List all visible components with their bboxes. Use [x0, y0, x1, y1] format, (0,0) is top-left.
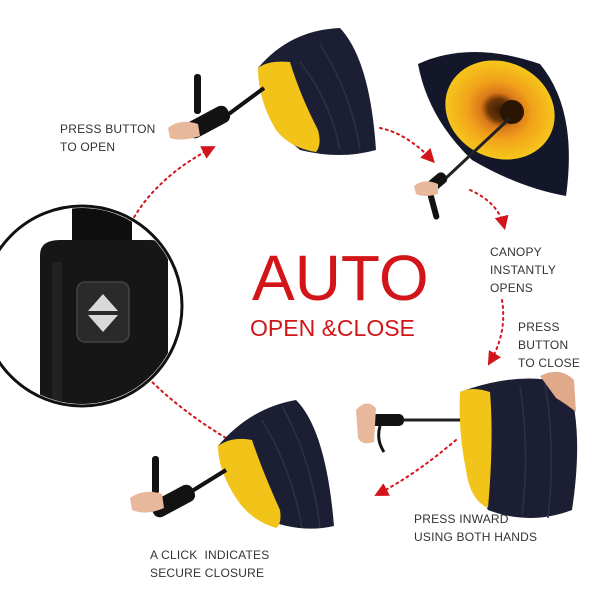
arrow-to-press-open — [117, 146, 216, 263]
headline-auto: AUTO — [252, 242, 429, 314]
label-canopy-opens: CANOPY INSTANTLY OPENS — [490, 245, 556, 295]
umbrella-closed-bottom-left — [130, 400, 334, 529]
headline-open-close: OPEN &CLOSE — [250, 315, 415, 341]
arrow-to-press-inward — [374, 439, 457, 496]
label-press-inward: PRESS INWARD USING BOTH HANDS — [414, 512, 538, 544]
arrow-to-canopy — [379, 127, 435, 164]
arrow-to-press-close — [487, 299, 505, 366]
handle-closeup — [0, 204, 184, 408]
label-press-button-close: PRESS BUTTON TO CLOSE — [518, 320, 581, 370]
label-click-closure: A CLICK INDICATES SECURE CLOSURE — [150, 548, 270, 580]
umbrella-closing-bottom-right — [356, 371, 578, 519]
label-press-button-open: PRESS BUTTON TO OPEN — [60, 122, 156, 154]
arrow-canopy-open — [469, 189, 509, 231]
umbrella-closed-top — [168, 28, 376, 155]
umbrella-open-top-right — [414, 52, 569, 220]
